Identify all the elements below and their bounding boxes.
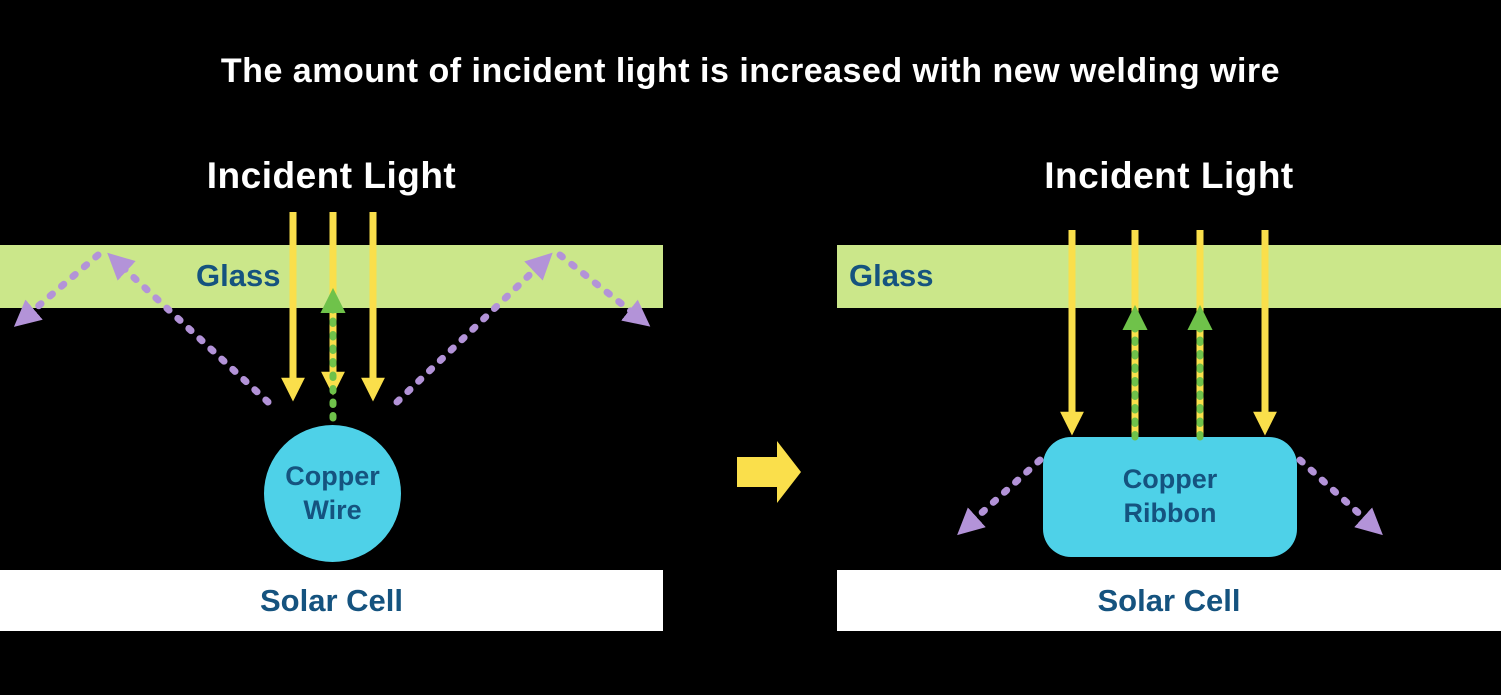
solar-cell-label-right: Solar Cell xyxy=(1097,582,1241,618)
copper-wire-circle: Copper Wire xyxy=(264,425,401,562)
diagram-title: The amount of incident light is increase… xyxy=(220,52,1281,90)
transformation-arrow xyxy=(737,441,801,503)
solar-cell-bar-left: Solar Cell xyxy=(0,570,663,631)
incident-light-label-left: Incident Light xyxy=(206,155,457,196)
solar-cell-label-left: Solar Cell xyxy=(260,582,403,618)
copper-ribbon-label-line1: Copper xyxy=(1122,464,1218,495)
glass-label-right: Glass xyxy=(849,258,934,293)
scattered-ray-purple-down-right xyxy=(1296,456,1383,536)
copper-wire-label-line2: Wire xyxy=(303,494,362,525)
glass-layer-right xyxy=(837,245,1501,308)
glass-label-left: Glass xyxy=(196,258,281,293)
solar-cell-bar-right: Solar Cell xyxy=(837,570,1501,631)
incident-light-label-right: Incident Light xyxy=(1044,155,1294,196)
copper-ribbon-rect: Copper Ribbon xyxy=(1043,437,1297,557)
copper-ribbon-label-line2: Ribbon xyxy=(1123,498,1217,528)
copper-wire-label-line1: Copper xyxy=(285,460,380,491)
scattered-ray-purple-down-left xyxy=(957,456,1044,536)
glass-layer-left xyxy=(0,245,663,308)
